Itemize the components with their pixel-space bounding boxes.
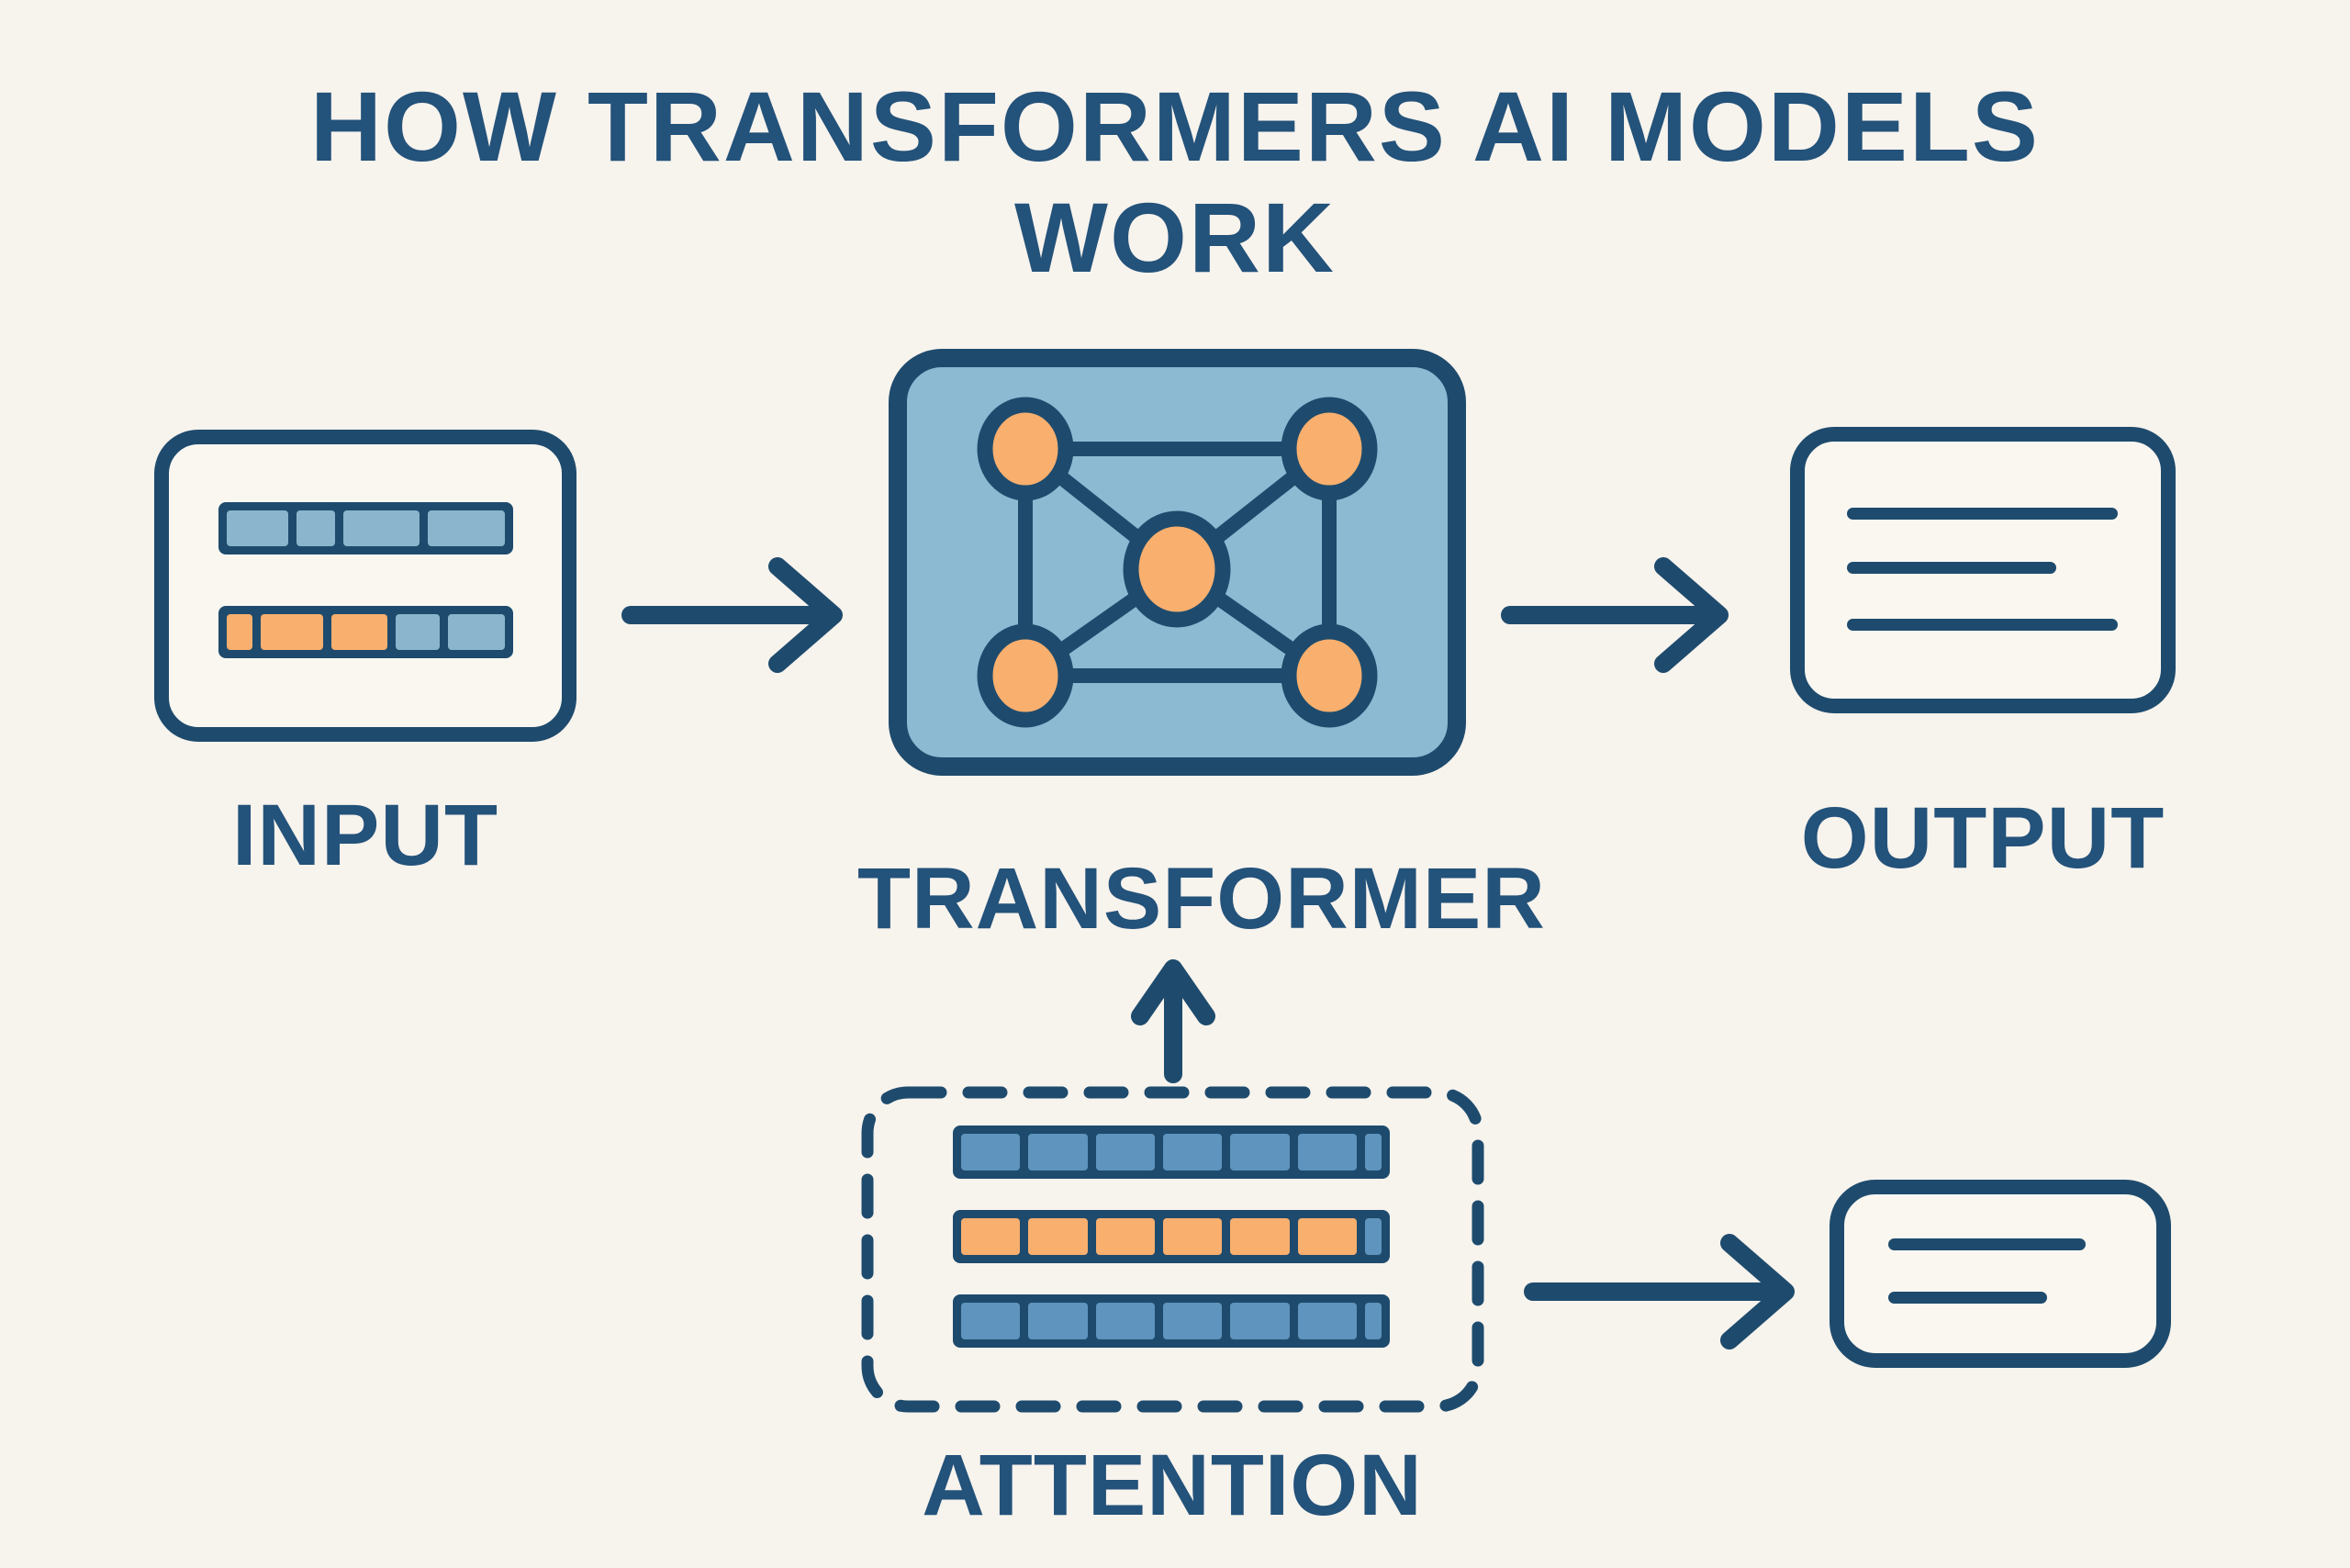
attention-label: ATTENTION [922, 1437, 1423, 1534]
arrow-right-icon [621, 557, 843, 673]
token-segment [1095, 1218, 1155, 1255]
network-node [1281, 397, 1378, 501]
token-segment [296, 510, 335, 546]
arrow-right-icon [1501, 557, 1729, 673]
network-node [977, 623, 1074, 728]
text-line [1888, 1292, 2047, 1304]
text-line [1847, 619, 2118, 631]
token-segment [961, 1303, 1021, 1339]
token-segment [448, 614, 505, 650]
page-title-line2: WORK [1014, 181, 1336, 293]
token-segment [260, 614, 323, 650]
text-line [1847, 562, 2056, 574]
token-segment [1095, 1303, 1155, 1339]
token-segment [1028, 1218, 1088, 1255]
transformer-label: TRANSFORMER [857, 850, 1546, 947]
output-label: OUTPUT [1800, 790, 2165, 887]
token-segment [1028, 1303, 1088, 1339]
token-segment [961, 1134, 1021, 1170]
page-title: HOW TRANSFORMERS AI MODELS WORK [0, 71, 2350, 294]
token-segment [1230, 1134, 1290, 1170]
token-segment [227, 614, 252, 650]
token-segment [1028, 1134, 1088, 1170]
token-segment [1364, 1134, 1382, 1170]
text-line [1847, 508, 2118, 520]
token-segment [1230, 1218, 1290, 1255]
token-segment [342, 510, 420, 546]
token-segment [396, 614, 441, 650]
token-segment [227, 510, 288, 546]
arrow-right-icon [1524, 1234, 1795, 1350]
output-box [1790, 427, 2176, 713]
token-segment [1162, 1303, 1223, 1339]
token-segment [1297, 1303, 1357, 1339]
transformer-box [889, 349, 1466, 776]
token-segment [1095, 1134, 1155, 1170]
token-segment [1230, 1303, 1290, 1339]
token-segment [1297, 1218, 1357, 1255]
attention-token-bar [953, 1126, 1390, 1179]
dashed-border [861, 1086, 1484, 1413]
token-segment [428, 510, 505, 546]
network-node [1281, 623, 1378, 728]
attention-box [860, 1085, 1485, 1414]
input-token-bar [218, 606, 513, 658]
attention-token-bar [953, 1210, 1390, 1263]
network-node-center [1123, 510, 1231, 628]
input-box [154, 430, 576, 742]
token-segment [1364, 1218, 1382, 1255]
page-title-line1: HOW TRANSFORMERS AI MODELS [310, 71, 2040, 182]
attention-token-bar [953, 1294, 1390, 1348]
input-label: INPUT [232, 787, 498, 884]
token-segment [1162, 1134, 1223, 1170]
token-segment [1364, 1303, 1382, 1339]
token-segment [1297, 1134, 1357, 1170]
token-segment [1162, 1218, 1223, 1255]
text-line [1888, 1238, 2086, 1250]
token-segment [961, 1218, 1021, 1255]
neural-network-icon [977, 397, 1378, 728]
input-token-bar [218, 502, 513, 554]
note-box [1830, 1180, 2171, 1368]
network-node [977, 397, 1074, 501]
arrow-up-icon [1131, 959, 1215, 1083]
token-segment [330, 614, 388, 650]
